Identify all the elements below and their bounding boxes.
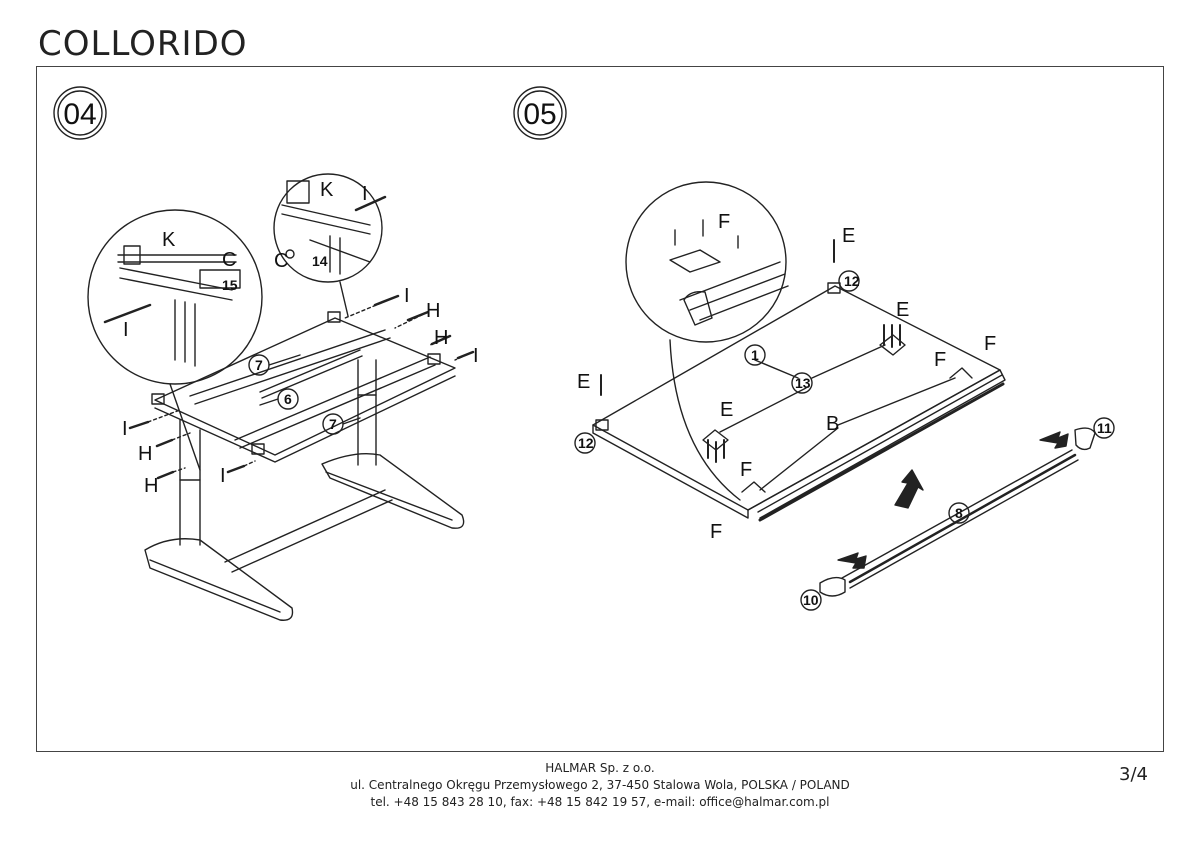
label-F-far-right: F	[984, 333, 996, 355]
label-part-1: 1	[751, 347, 759, 363]
footer-company: HALMAR Sp. z o.o.	[545, 761, 655, 775]
detail-circle-top	[625, 181, 787, 343]
page-number: 3/4	[1119, 764, 1148, 785]
label-E-left: E	[577, 371, 590, 393]
label-F-right: F	[934, 349, 946, 371]
step-04-illustration	[53, 86, 475, 621]
label-K-left: K	[162, 229, 176, 251]
footer-contact: tel. +48 15 843 28 10, fax: +48 15 842 1…	[370, 795, 830, 809]
step-04-labels: 04 K C 15 I K I C 14 I H H I 7 6 7 I H H…	[63, 98, 478, 497]
label-part-6: 6	[284, 391, 292, 407]
label-part-8: 8	[955, 505, 963, 521]
label-I-detail: I	[123, 319, 129, 341]
label-part-15: 15	[222, 277, 238, 293]
label-I-left: I	[122, 418, 128, 440]
label-I-upper: I	[404, 285, 410, 307]
label-part-10: 10	[803, 592, 819, 608]
label-I-bottom: I	[220, 465, 226, 487]
instruction-frame	[36, 66, 1164, 752]
step-05-badge	[513, 86, 567, 140]
label-F-lower: F	[710, 521, 722, 543]
label-K-right: K	[320, 179, 334, 201]
label-E-middle: E	[720, 399, 733, 421]
label-part-7-top: 7	[255, 357, 263, 373]
step-05-labels: 05 F E 12 E F F 1 E 13 E B 12 F F 11 8 1…	[523, 98, 1112, 608]
label-F-detail: F	[718, 211, 730, 233]
label-C-right: C	[274, 250, 288, 272]
label-F-bottom: F	[740, 459, 752, 481]
step-05-illustration	[513, 86, 1115, 611]
label-B: B	[826, 413, 839, 435]
desk-frame	[144, 311, 465, 621]
step-04-badge	[53, 86, 107, 140]
detail-circle-left	[87, 209, 263, 385]
detail-circle-right	[273, 173, 383, 283]
label-H-mid: H	[434, 327, 448, 349]
label-part-14: 14	[312, 253, 328, 269]
label-I-right: I	[473, 345, 479, 367]
label-part-12-left: 12	[578, 435, 594, 451]
label-H-left: H	[138, 443, 152, 465]
rail-bar	[819, 427, 1096, 597]
label-E-right: E	[896, 299, 909, 321]
document-title: COLLORIDO	[38, 24, 248, 64]
label-part-7-bottom: 7	[329, 416, 337, 432]
footer: HALMAR Sp. z o.o. ul. Centralnego Okręgu…	[0, 760, 1200, 811]
label-E-top: E	[842, 225, 855, 247]
label-part-12-top: 12	[844, 273, 860, 289]
label-part-13: 13	[795, 375, 811, 391]
label-C-left: C	[222, 249, 236, 271]
footer-address: ul. Centralnego Okręgu Przemysłowego 2, …	[350, 778, 850, 792]
label-H-upper: H	[426, 300, 440, 322]
label-I-top: I	[362, 183, 368, 205]
step-04-number: 04	[63, 98, 96, 131]
label-part-11: 11	[1097, 420, 1112, 436]
step-05-number: 05	[523, 98, 556, 131]
desk-top-panel	[592, 282, 1006, 522]
label-H-bottom: H	[144, 475, 158, 497]
